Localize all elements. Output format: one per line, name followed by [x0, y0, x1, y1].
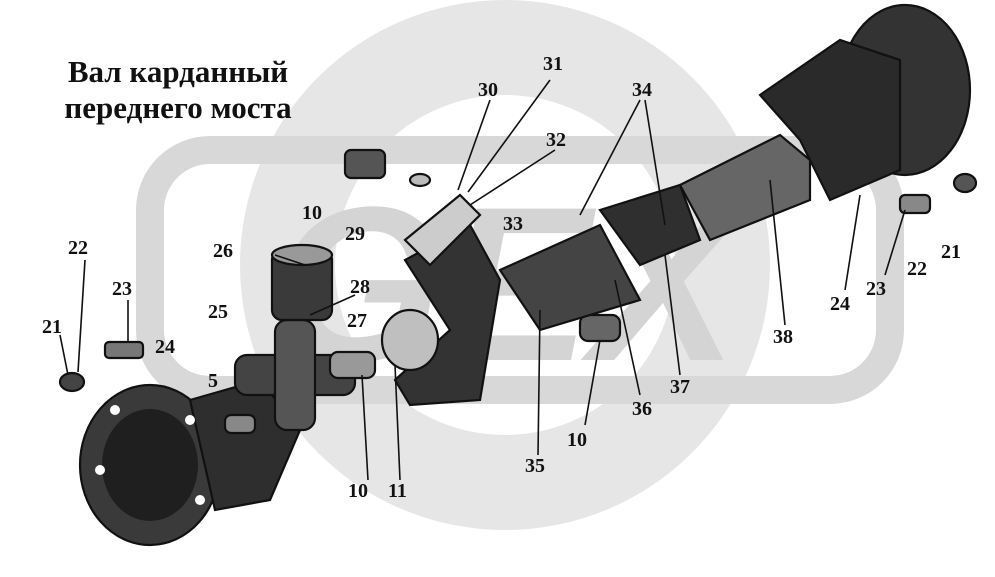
callout-27: 27 — [347, 310, 367, 332]
leader-30 — [457, 99, 491, 191]
leader-36 — [614, 279, 641, 396]
callout-26: 26 — [213, 240, 233, 262]
callout-24-right: 24 — [830, 293, 850, 315]
leader-31 — [467, 79, 551, 193]
plug-29 — [408, 172, 432, 188]
callout-32: 32 — [546, 129, 566, 151]
leader-23-right — [884, 209, 906, 276]
callout-21-right: 21 — [941, 241, 961, 263]
callout-25: 25 — [208, 301, 228, 323]
seal-disc-11 — [380, 308, 440, 372]
flange-center — [102, 409, 198, 521]
callout-29: 29 — [345, 223, 365, 245]
title-line-1: Вал карданный — [67, 54, 289, 89]
cross-arm-vertical — [273, 318, 317, 432]
leader-28 — [309, 294, 356, 316]
leader-10-right — [584, 339, 601, 426]
callout-22-right: 22 — [907, 258, 927, 280]
left-flange-yoke — [78, 378, 302, 547]
center-yoke-and-tube — [380, 183, 702, 407]
callout-10-bottom: 10 — [348, 480, 368, 502]
callout-30: 30 — [478, 79, 498, 101]
callout-10-right: 10 — [567, 429, 587, 451]
callout-11: 11 — [388, 480, 407, 502]
callout-35: 35 — [525, 455, 545, 477]
callout-34: 34 — [632, 79, 652, 101]
leader-11 — [394, 364, 401, 481]
callout-21-left: 21 — [42, 316, 62, 338]
grease-fitting-10-right — [578, 313, 622, 343]
leader-34a — [579, 99, 641, 216]
bolt-hole — [95, 465, 105, 475]
title-line-2: переднего моста — [64, 90, 292, 125]
callout-5: 5 — [208, 370, 218, 392]
bolt-hole — [110, 405, 120, 415]
callout-23-left: 23 — [112, 278, 132, 300]
diagram-title: Вал карданный переднего моста — [28, 54, 328, 126]
callout-22-left: 22 — [68, 237, 88, 259]
bolt-hole — [185, 415, 195, 425]
nut-21-right — [952, 172, 978, 194]
callout-numbers: 30 31 32 33 34 29 10 26 28 27 25 22 23 2… — [42, 53, 961, 502]
leader-21-left — [59, 334, 69, 376]
tube-35 — [498, 223, 642, 332]
bearing-cup-top — [270, 243, 334, 267]
spline-38 — [678, 133, 812, 242]
leader-38 — [769, 179, 786, 326]
leader-22-left — [77, 259, 86, 373]
grease-fitting-10-mid — [328, 350, 377, 380]
leader-32 — [469, 149, 556, 206]
callout-23-right: 23 — [866, 278, 886, 300]
splined-shaft — [678, 133, 812, 242]
grease-fitting-10-top — [343, 148, 387, 180]
leader-24-right — [844, 194, 861, 291]
nut-21 — [58, 371, 86, 393]
bolt-23 — [103, 340, 145, 360]
callout-33: 33 — [503, 213, 523, 235]
grease-fitting-5 — [223, 413, 257, 435]
leader-26 — [274, 254, 306, 266]
callout-38: 38 — [773, 326, 793, 348]
universal-joint-cross — [233, 243, 357, 432]
callout-28: 28 — [350, 276, 370, 298]
leader-lines — [59, 79, 906, 481]
right-flange-yoke — [758, 3, 978, 215]
leader-10-bottom — [361, 374, 369, 481]
callout-10-top: 10 — [302, 202, 322, 224]
dust-cover-34 — [598, 183, 702, 267]
leader-37 — [664, 254, 681, 376]
watermark-frame — [136, 136, 904, 404]
leader-34b — [644, 99, 666, 226]
callout-36: 36 — [632, 398, 652, 420]
flange-yoke-right — [758, 38, 902, 202]
cover-plate-30 — [403, 193, 482, 267]
small-parts-left — [58, 148, 622, 435]
bolt-23-right — [898, 193, 932, 215]
callout-24-left: 24 — [155, 336, 175, 358]
callout-37: 37 — [670, 376, 690, 398]
callout-31: 31 — [543, 53, 563, 75]
bolt-hole — [195, 495, 205, 505]
leader-35 — [537, 309, 541, 456]
